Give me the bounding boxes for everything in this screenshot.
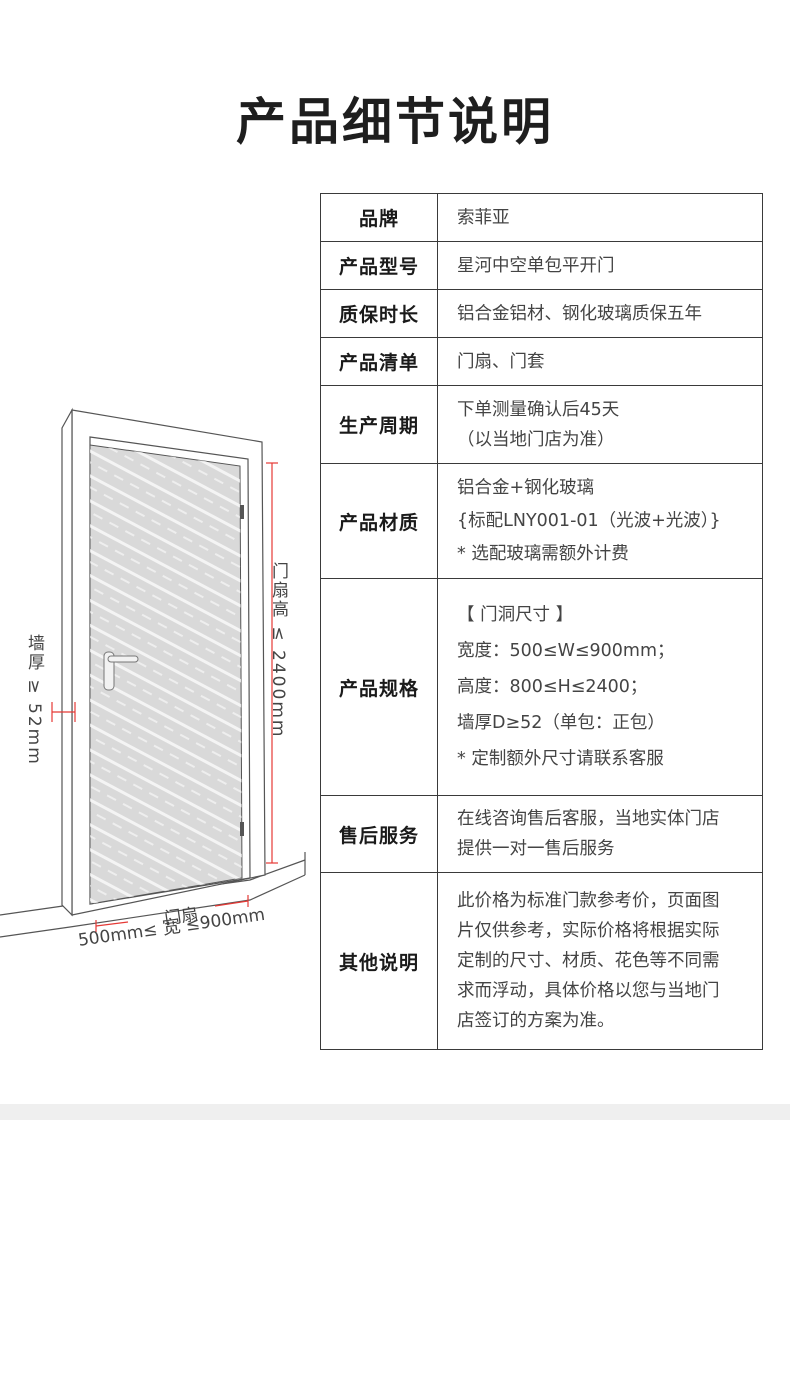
wall-thickness-label: 墙厚 ≥ 52mm <box>22 634 47 766</box>
spec-line: 提供一对一售后服务 <box>457 839 615 859</box>
spec-line: 此价格为标准门款参考价，页面图 <box>457 891 720 911</box>
door-width-letter: 宽 <box>161 915 182 940</box>
spec-key: 生产周期 <box>320 385 438 464</box>
spec-row-material: 产品材质 铝合金+钢化玻璃 {标配LNY001-01（光波+光波）} * 选配玻… <box>320 463 763 579</box>
spec-line: 门扇、门套 <box>457 351 545 372</box>
spec-line: 索菲亚 <box>457 207 510 228</box>
spec-key: 产品规格 <box>320 578 438 796</box>
spec-key: 品牌 <box>320 193 438 242</box>
door-frame-side <box>61 407 73 917</box>
spec-value: 在线咨询售后客服，当地实体门店 提供一对一售后服务 <box>437 795 763 873</box>
spec-line: 在线咨询售后客服，当地实体门店 <box>457 809 720 829</box>
spec-line: 铝合金铝材、钢化玻璃质保五年 <box>457 303 702 324</box>
spec-line: 下单测量确认后45天 <box>457 399 620 420</box>
spec-line: （以当地门店为准） <box>457 429 615 450</box>
spec-value: 门扇、门套 <box>437 337 763 386</box>
door-diagram <box>0 407 306 938</box>
spec-table: 品牌 索菲亚 产品型号 星河中空单包平开门 质保时长 铝合金铝材、钢化玻璃质保五… <box>320 193 763 1050</box>
spec-row-contents: 产品清单 门扇、门套 <box>320 337 763 386</box>
spec-line: {标配LNY001-01（光波+光波）} <box>457 510 721 531</box>
spec-line: 铝合金+钢化玻璃 <box>457 477 595 498</box>
spec-key: 质保时长 <box>320 289 438 338</box>
floor-line-2 <box>0 874 306 938</box>
spec-row-aftersales: 售后服务 在线咨询售后客服，当地实体门店 提供一对一售后服务 <box>320 795 763 873</box>
spec-value: 铝合金+钢化玻璃 {标配LNY001-01（光波+光波）} * 选配玻璃需额外计… <box>437 463 763 579</box>
wall-thickness-value: ≥ 52mm <box>24 679 44 766</box>
spec-line: * 定制额外尺寸请联系客服 <box>457 749 664 769</box>
spec-value: 此价格为标准门款参考价，页面图 片仅供参考，实际价格将根据实际 定制的尺寸、材质… <box>437 872 763 1050</box>
spec-line: 宽度：500≤W≤900mm； <box>457 641 675 661</box>
spec-line: 店签订的方案为准。 <box>457 1011 615 1031</box>
spec-value: 下单测量确认后45天 （以当地门店为准） <box>437 385 763 464</box>
spec-line: 墙厚D≥52（单包：正包） <box>457 713 665 733</box>
spec-line: 【 门洞尺寸 】 <box>457 605 574 625</box>
spec-line: 高度：800≤H≤2400； <box>457 677 648 697</box>
wall-thickness-word: 墙厚 <box>24 634 44 672</box>
spec-row-model: 产品型号 星河中空单包平开门 <box>320 241 763 290</box>
spec-key: 产品材质 <box>320 463 438 579</box>
page-title: 产品细节说明 <box>236 93 554 151</box>
spec-key: 产品清单 <box>320 337 438 386</box>
spec-value: 索菲亚 <box>437 193 763 242</box>
spec-row-brand: 品牌 索菲亚 <box>320 193 763 242</box>
door-height-label: 门扇高 ≤ 2400mm <box>266 562 291 738</box>
hinge-bottom <box>240 822 244 836</box>
spec-key: 产品型号 <box>320 241 438 290</box>
spec-row-warranty: 质保时长 铝合金铝材、钢化玻璃质保五年 <box>320 289 763 338</box>
spec-line: 片仅供参考，实际价格将根据实际 <box>457 921 720 941</box>
door-leaf-grain <box>90 445 242 904</box>
spec-row-size: 产品规格 【 门洞尺寸 】 宽度：500≤W≤900mm； 高度：800≤H≤2… <box>320 578 763 796</box>
hinge-top <box>240 505 244 519</box>
spec-value: 铝合金铝材、钢化玻璃质保五年 <box>437 289 763 338</box>
spec-line: 星河中空单包平开门 <box>457 255 615 276</box>
door-height-word: 门扇高 <box>268 562 288 619</box>
spec-line: * 选配玻璃需额外计费 <box>457 543 629 564</box>
spec-value: 【 门洞尺寸 】 宽度：500≤W≤900mm； 高度：800≤H≤2400； … <box>437 578 763 796</box>
spec-key: 其他说明 <box>320 872 438 1050</box>
door-height-value: ≤ 2400mm <box>268 626 288 739</box>
page-bottom-band <box>0 1104 790 1120</box>
spec-row-notes: 其他说明 此价格为标准门款参考价，页面图 片仅供参考，实际价格将根据实际 定制的… <box>320 872 763 1050</box>
spec-line: 求而浮动，具体价格以您与当地门 <box>457 981 720 1001</box>
spec-value: 星河中空单包平开门 <box>437 241 763 290</box>
spec-row-lead-time: 生产周期 下单测量确认后45天 （以当地门店为准） <box>320 385 763 464</box>
spec-key: 售后服务 <box>320 795 438 873</box>
handle-lever <box>107 655 139 663</box>
spec-line: 定制的尺寸、材质、花色等不同需 <box>457 951 720 971</box>
